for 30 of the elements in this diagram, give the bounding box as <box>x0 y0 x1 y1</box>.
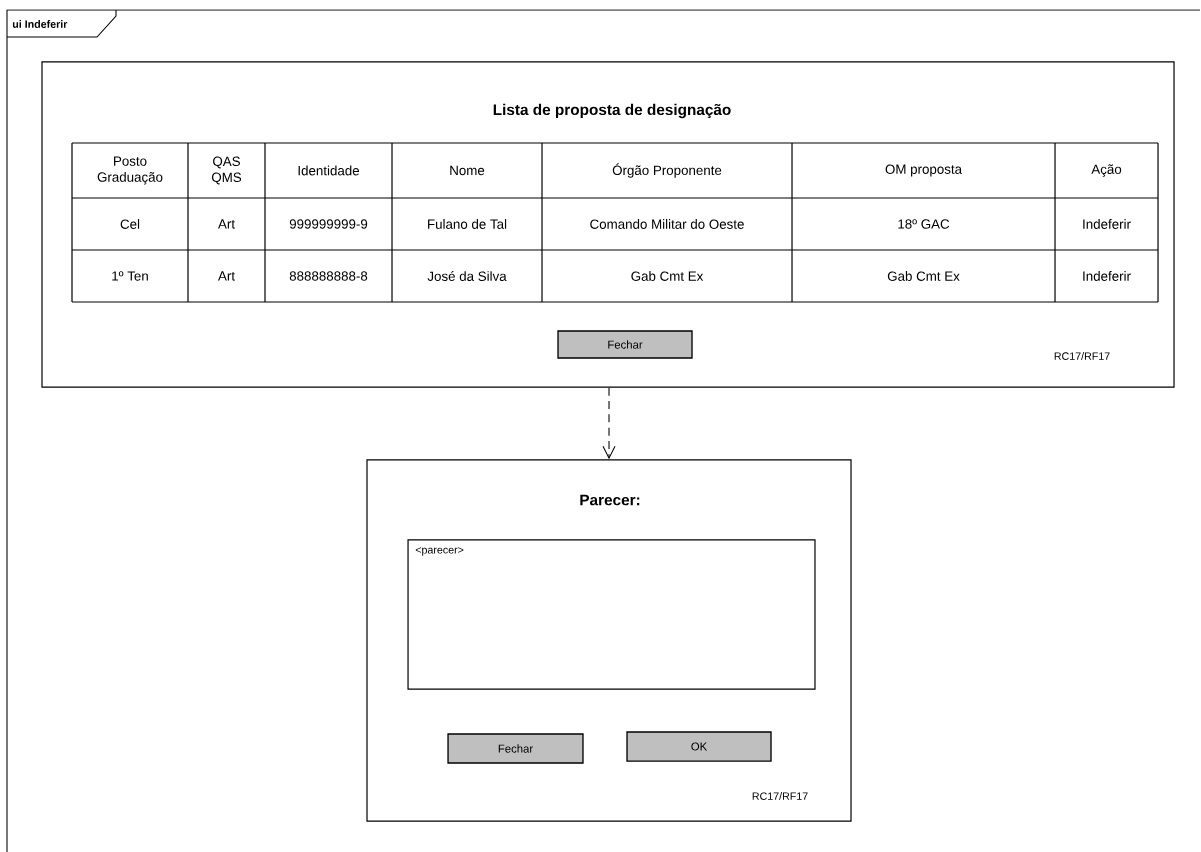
table-cell: Órgão Proponente <box>612 163 722 178</box>
table-cell: Identidade <box>298 165 360 176</box>
table-cell: Indeferir <box>1083 219 1131 229</box>
table-cell: Posto Graduação <box>97 156 163 185</box>
table-cell: 18º GAC <box>898 219 950 229</box>
table-cell: Nome <box>450 165 485 176</box>
table-cell: 888888888-8 <box>289 271 368 281</box>
table-cell: Gab Cmt Ex <box>631 271 704 281</box>
text-area: <parecer> <box>407 539 816 690</box>
button: Fechar <box>447 733 584 764</box>
table-cell: OM proposta <box>885 164 963 177</box>
table-cell: QAS QMS <box>211 156 242 185</box>
requirement-code: RC17/RF17 <box>752 792 808 800</box>
table-cell: Cel <box>120 219 140 229</box>
table-cell: 1º Ten <box>112 271 148 281</box>
table-cell: José da Silva <box>427 271 507 281</box>
table-cell: Gab Cmt Ex <box>887 271 960 281</box>
window-title: Parecer: <box>580 494 640 506</box>
table-cell: Art <box>218 271 235 281</box>
button: Fechar <box>557 330 693 359</box>
requirement-code: RC17/RF17 <box>1054 352 1110 360</box>
table-cell: Ação <box>1091 164 1122 177</box>
table-cell: 999999999-9 <box>289 219 368 229</box>
arrow <box>602 387 616 460</box>
table-cell: Art <box>218 219 235 229</box>
table-cell: Comando Militar do Oeste <box>590 219 744 229</box>
table-cell: Fulano de Tal <box>428 219 507 229</box>
window-title: Lista de proposta de designação <box>493 103 731 119</box>
table-cell: Indeferir <box>1083 271 1131 281</box>
button: OK <box>626 731 772 762</box>
